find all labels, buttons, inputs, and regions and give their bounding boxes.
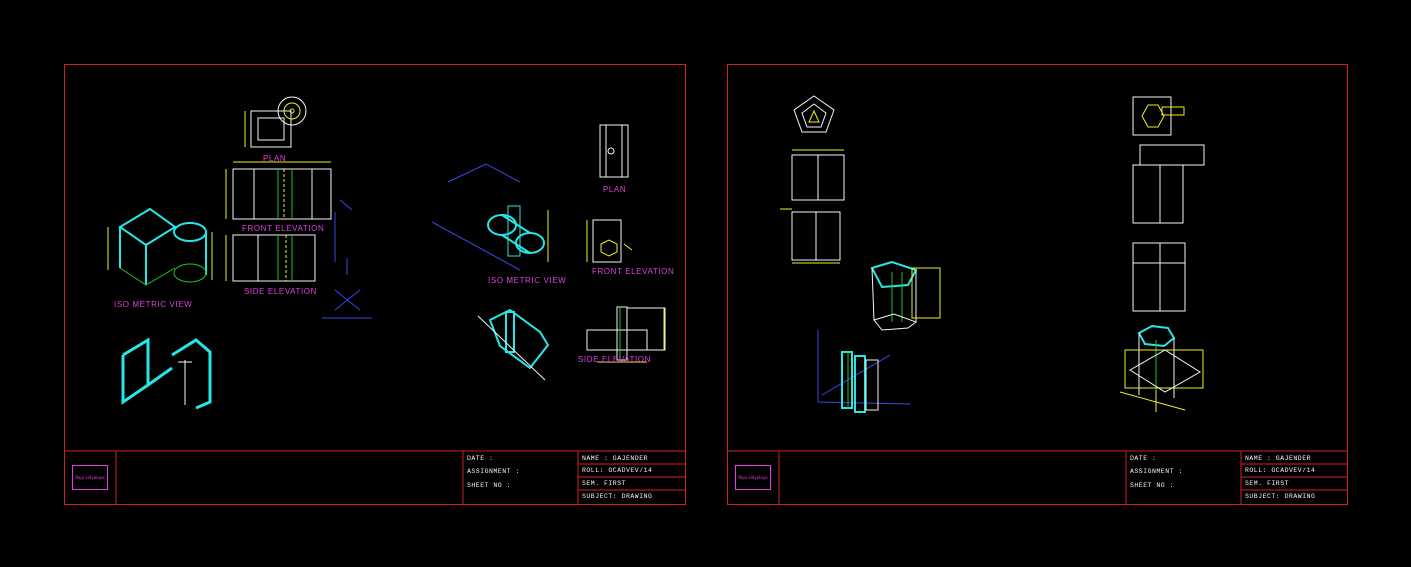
title-sheet-no-1: SHEET NO : [467,482,512,489]
plan-view-1 [244,96,307,148]
pentagon-plan [793,95,835,133]
label-side-elevation-1: SIDE ELEVATION [244,287,318,296]
title-sem-2: SEM. FIRST [1245,480,1290,487]
title-roll-1: ROLL: GCADVEV/14 [582,467,653,474]
label-front-elevation-2: FRONT ELEVATION [592,267,675,276]
drawing-sheet-2 [727,64,1348,505]
title-date-2: DATE : [1130,455,1157,462]
title-name-2: NAME : GAJENDER [1245,455,1312,462]
title-assignment-2: ASSIGNMENT : [1130,468,1183,475]
front-elevation-view-2 [586,219,633,263]
logo-sheet-2: Raju vidyalaya [735,465,771,490]
label-side-elevation-2: SIDE ELEVATION [578,355,652,364]
title-assignment-1: ASSIGNMENT : [467,468,520,475]
pentagon-isometric [870,260,941,331]
label-plan-2: PLAN [603,185,627,194]
isometric-view-2 [431,163,549,271]
title-sheet-no-2: SHEET NO : [1130,482,1175,489]
side-elevation-view-2 [586,306,666,363]
label-front-elevation-1: FRONT ELEVATION [242,224,325,233]
title-roll-2: ROLL: GCADVEV/14 [1245,467,1316,474]
front-elevation-view-1 [225,161,353,262]
label-isometric-view-2: ISO METRIC VIEW [488,276,567,285]
isometric-object-3 [477,308,550,381]
drawing-sheet-1 [64,64,686,505]
title-subject-2: SUBJECT: DRAWING [1245,493,1316,500]
blue-sketch-1 [322,258,372,319]
isometric-view-1 [107,207,213,286]
label-isometric-view-1: ISO METRIC VIEW [114,300,193,309]
side-elevation-view-1 [225,234,316,282]
slab-isometric [817,330,911,413]
hex-plan [1132,96,1185,136]
title-name-1: NAME : GAJENDER [582,455,649,462]
hex-isometric [1119,324,1204,412]
label-plan-1: PLAN [263,154,287,163]
plan-view-2 [599,124,629,178]
prism-views [780,149,845,264]
cylinder-views [1132,144,1205,312]
title-subject-1: SUBJECT: DRAWING [582,493,653,500]
logo-sheet-1: Raju vidyalaya [72,465,108,490]
isometric-object-2 [121,337,212,410]
title-sem-1: SEM. FIRST [582,480,627,487]
title-date-1: DATE : [467,455,494,462]
